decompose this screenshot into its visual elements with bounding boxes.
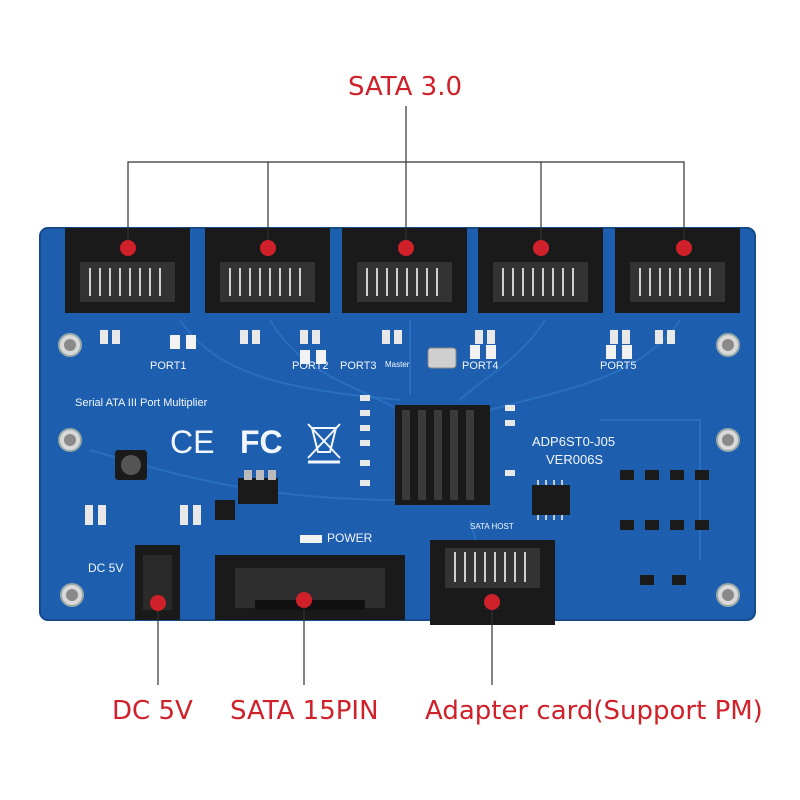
callout-markers (120, 240, 692, 611)
sata-port-connector-5 (615, 228, 740, 313)
port-label-4: PORT4 (462, 360, 499, 372)
small-ic (532, 480, 570, 520)
port-label-2: PORT2 (292, 360, 329, 372)
crystal-oscillator (427, 347, 457, 369)
port-label-1: PORT1 (150, 360, 187, 372)
port-leds (170, 335, 632, 543)
power-label: POWER (327, 531, 373, 545)
ce-mark: CE (170, 424, 215, 460)
weee-bin-icon (307, 423, 341, 464)
sata-host-label: SATA HOST (470, 522, 514, 531)
inductor (115, 450, 147, 480)
board-version: VER006S (546, 452, 604, 467)
fc-mark: FC (240, 424, 283, 460)
port-label-3: PORT3 (340, 360, 377, 372)
pcb-traces (89, 319, 701, 591)
callout-dc5v: DC 5V (112, 696, 193, 726)
board-model: ADP6ST0-J05 (532, 434, 616, 449)
smd-components (85, 330, 675, 525)
heatsink (395, 405, 490, 505)
board-title: Serial ATA III Port Multiplier (75, 397, 208, 409)
callout-sata3: SATA 3.0 (348, 72, 463, 102)
port-label-5: PORT5 (600, 360, 637, 372)
master-label: Master (385, 360, 410, 369)
callout-sata15pin: SATA 15PIN (230, 696, 379, 726)
transistor-array (620, 470, 709, 585)
dc-label: DC 5V (88, 561, 124, 575)
mounting-holes (58, 333, 740, 607)
callout-lines (127, 106, 685, 685)
callout-adapter-card: Adapter card(Support PM) (425, 696, 763, 726)
sata-15pin-connector (215, 555, 405, 620)
voltage-regulator (215, 470, 278, 520)
